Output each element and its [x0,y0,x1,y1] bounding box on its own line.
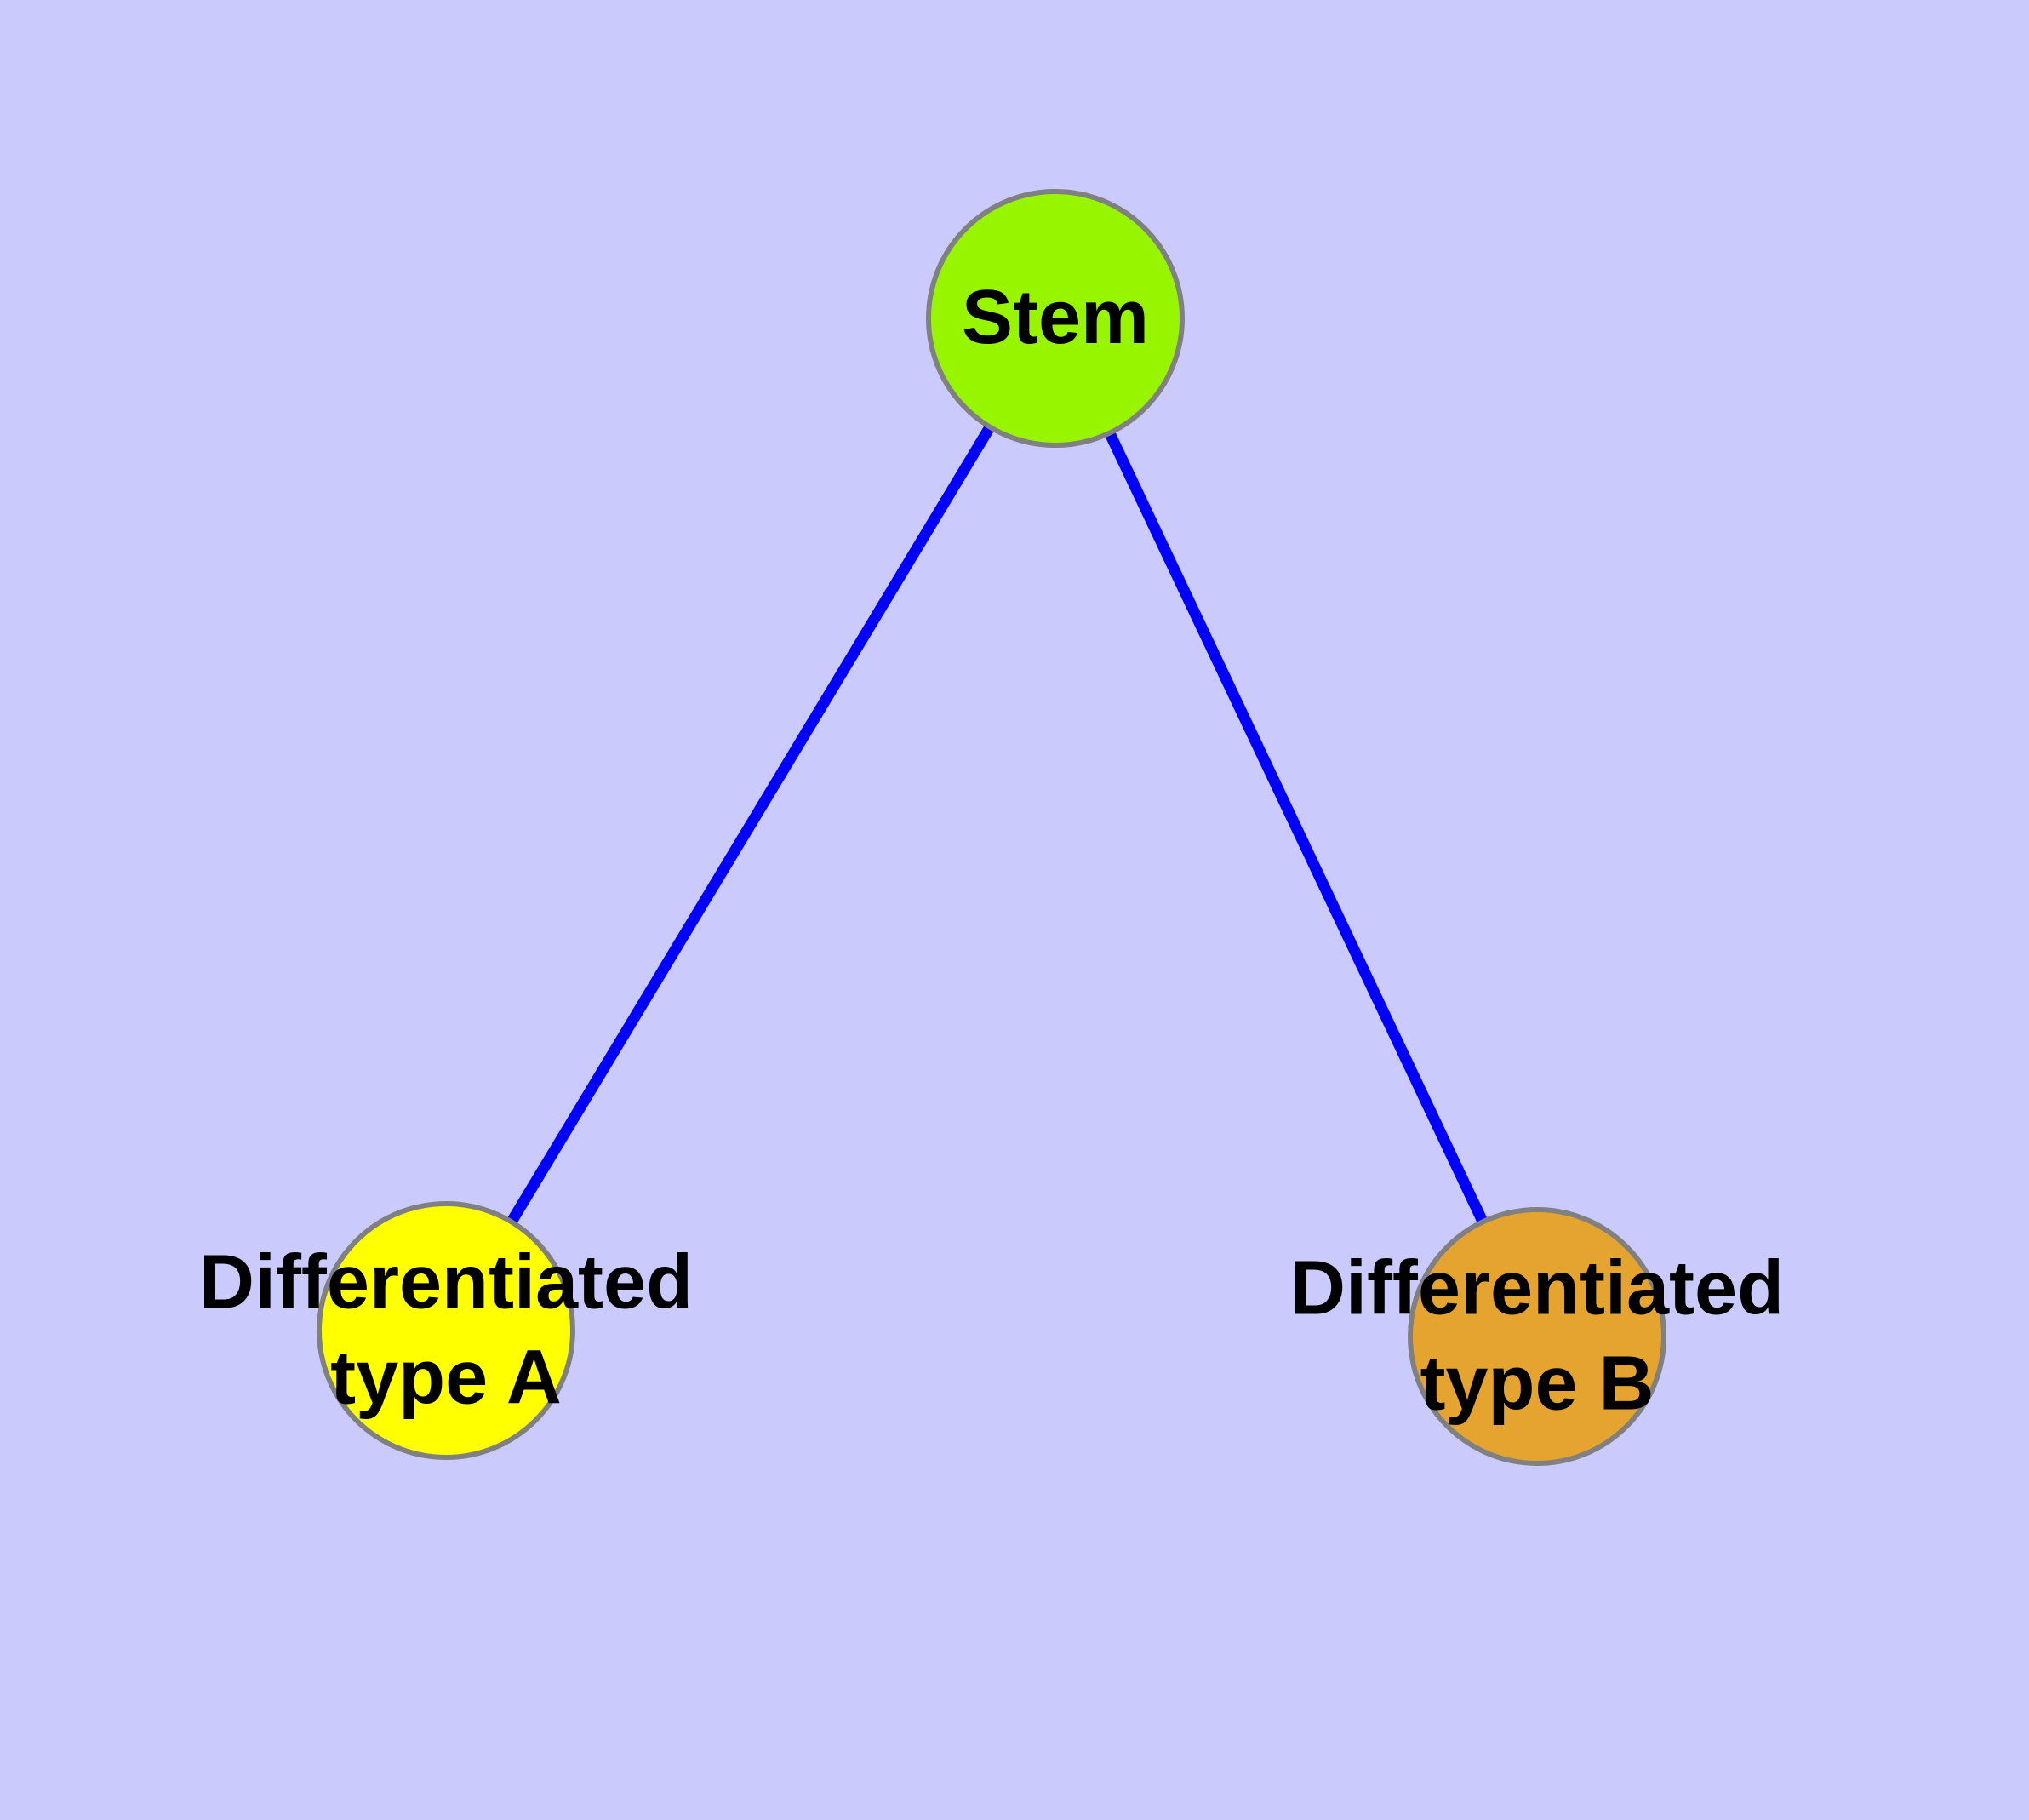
edge-stem-diff-b [1050,316,1542,1339]
node-stem: Stem [926,189,1185,448]
node-stem-label: Stem [961,275,1150,361]
node-differentiated-type-b: Differentiated type B [1290,1207,1784,1466]
node-differentiated-type-b-label: Differentiated type B [1289,1245,1785,1426]
edge-stem-diff-a [441,315,1060,1334]
node-differentiated-type-a: Differentiated type A [199,1201,693,1460]
node-differentiated-type-a-label: Differentiated type A [198,1239,694,1420]
